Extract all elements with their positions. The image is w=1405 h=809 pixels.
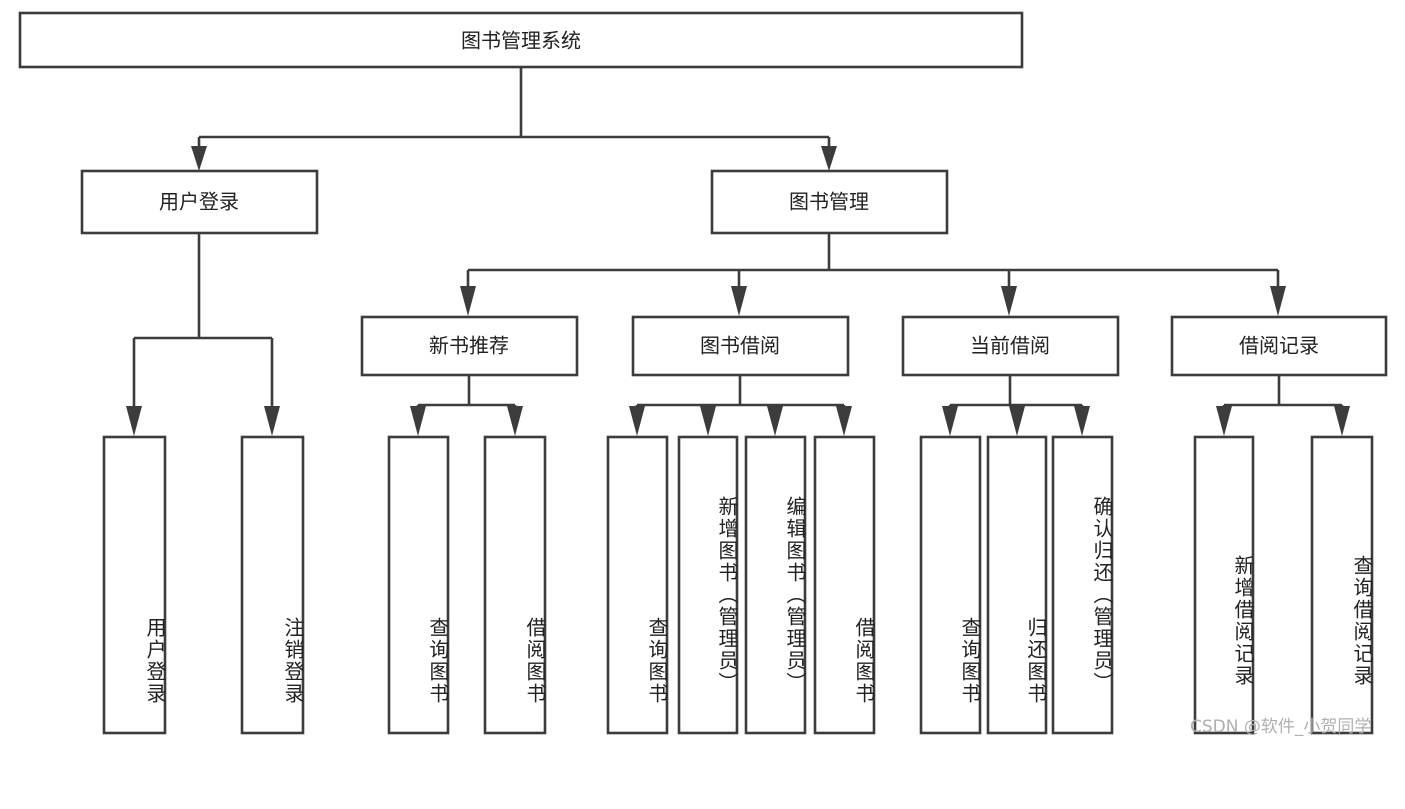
csdn-watermark: CSDN @软件_小贺同学 [1190,717,1372,737]
node-leaf-add-book[interactable] [677,435,739,735]
arrow-to-leaf-user-login [126,406,142,436]
node-leaf-return-book[interactable] [986,435,1048,735]
arrow-to-leaf-confirm-return [1074,406,1090,436]
node-book-management-label: 图书管理 [789,190,869,214]
node-user-login-label: 用户登录 [159,190,239,214]
diagram-svg-layer: 图书管理系统 用户登录 图书管理 新书推荐 图书借阅 当前借阅 借阅记录 [18,11,1388,735]
arrow-to-leaf-borrow-book-nb [507,406,523,436]
node-new-book-recommend[interactable] [360,315,579,377]
arrow-to-leaf-edit-book [767,406,783,436]
node-new-book-recommend-label: 新书推荐 [429,334,509,358]
arrow-to-new-book-recommend [460,286,476,316]
node-leaf-add-record[interactable] [1193,435,1255,735]
node-leaf-borrow-book-bb[interactable] [813,435,876,735]
arrow-to-user-login [191,146,207,171]
arrow-to-current-borrow [1001,286,1017,316]
arrow-to-book-management [821,146,837,171]
node-leaf-logout[interactable] [240,435,305,735]
node-leaf-user-login[interactable] [102,435,167,735]
diagram-canvas: 图书管理系统 用户登录 图书管理 新书推荐 图书借阅 当前借阅 借阅记录 [18,11,1388,737]
arrow-to-leaf-add-book [700,406,716,436]
arrow-to-leaf-return-book [1009,406,1025,436]
node-current-borrow-label: 当前借阅 [970,334,1050,358]
node-leaf-query-book-bb[interactable] [606,435,669,735]
node-root-label: 图书管理系统 [461,29,581,53]
node-leaf-borrow-book-nb[interactable] [483,435,547,735]
arrow-to-leaf-query-book-bb [629,406,645,436]
arrow-to-leaf-add-record [1216,406,1232,436]
node-leaf-query-record[interactable] [1310,435,1374,735]
node-leaf-query-book-nb[interactable] [387,435,450,735]
arrow-to-leaf-query-book-nb [410,406,426,436]
arrow-to-book-borrow [731,286,747,316]
arrow-to-leaf-query-book-cb [942,406,958,436]
node-borrow-records-label: 借阅记录 [1239,334,1319,358]
node-user-login[interactable] [80,169,319,235]
arrow-to-leaf-query-record [1334,406,1350,436]
node-leaf-query-book-cb[interactable] [919,435,982,735]
arrow-to-borrow-records [1270,286,1286,316]
node-current-borrow[interactable] [901,315,1120,377]
arrow-to-leaf-borrow-book-bb [836,406,852,436]
node-leaf-edit-book[interactable] [744,435,807,735]
node-book-borrow-label: 图书借阅 [700,334,780,358]
arrow-to-leaf-logout [264,406,280,436]
node-root[interactable] [18,11,1024,69]
node-leaf-confirm-return[interactable] [1051,435,1114,735]
